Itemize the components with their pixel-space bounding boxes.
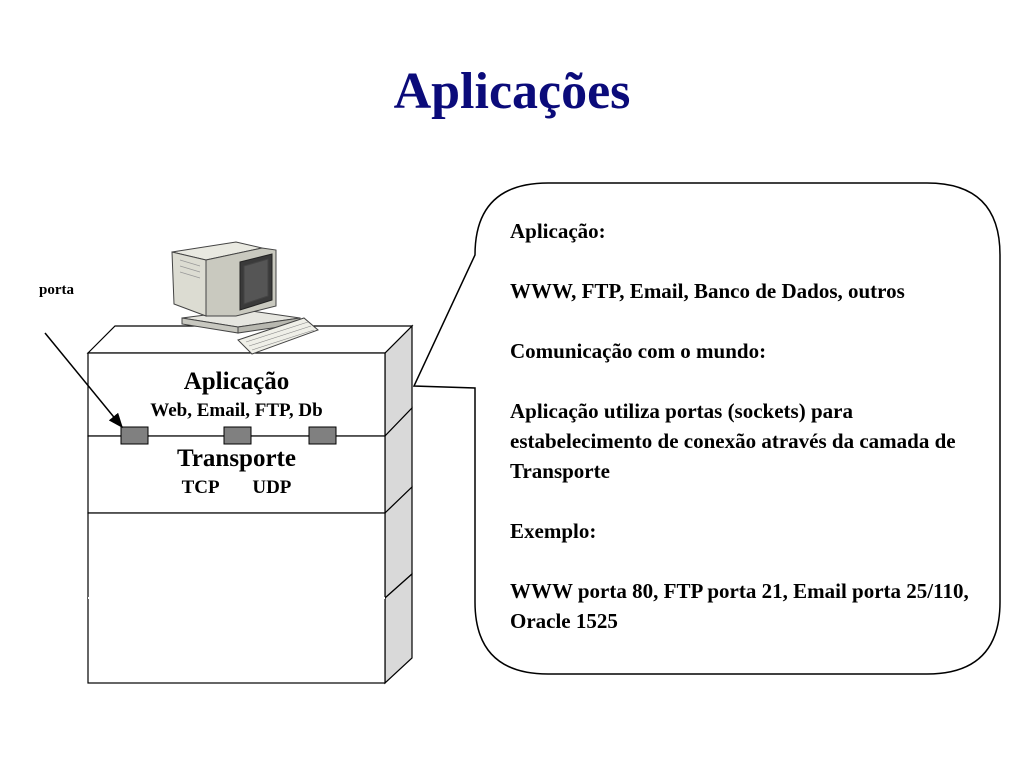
- callout-text: Aplicação: WWW, FTP, Email, Banco de Dad…: [510, 216, 975, 636]
- callout-heading-application: Aplicação:: [510, 219, 606, 243]
- application-layer-subtitle: Web, Email, FTP, Db: [150, 400, 323, 421]
- port-label: porta: [39, 282, 74, 298]
- port-socket: [308, 426, 337, 445]
- application-layer: [87, 352, 386, 437]
- callout-heading-communication: Comunicação com o mundo:: [510, 339, 767, 363]
- transport-layer: [87, 435, 386, 514]
- protocol-tcp: TCP: [181, 477, 220, 498]
- callout-port-examples: WWW porta 80, FTP porta 21, Email porta …: [510, 579, 969, 633]
- application-layer-title: Aplicação: [183, 368, 290, 395]
- transport-layer-protocols: TCP UDP: [88, 477, 385, 499]
- link-layer: [87, 597, 386, 684]
- page-title: Aplicações: [393, 63, 631, 120]
- callout-bubble: [412, 182, 1001, 675]
- protocol-udp: UDP: [252, 477, 292, 498]
- desktop-computer-icon: [171, 241, 319, 355]
- callout-apps-list: WWW, FTP, Email, Banco de Dados, outros: [510, 279, 905, 303]
- callout-heading-example: Exemplo:: [510, 519, 597, 543]
- arrow-pointer: [44, 332, 123, 429]
- port-sockets: [120, 426, 337, 445]
- port-socket: [223, 426, 252, 445]
- callout-ports-description: Aplicação utiliza portas (sockets) para …: [510, 399, 956, 483]
- port-socket: [120, 426, 149, 445]
- stack-front-faces: [87, 352, 386, 684]
- transport-layer-title: Transporte: [177, 445, 296, 472]
- stack-side-faces: [384, 324, 413, 685]
- network-layer: [87, 512, 386, 599]
